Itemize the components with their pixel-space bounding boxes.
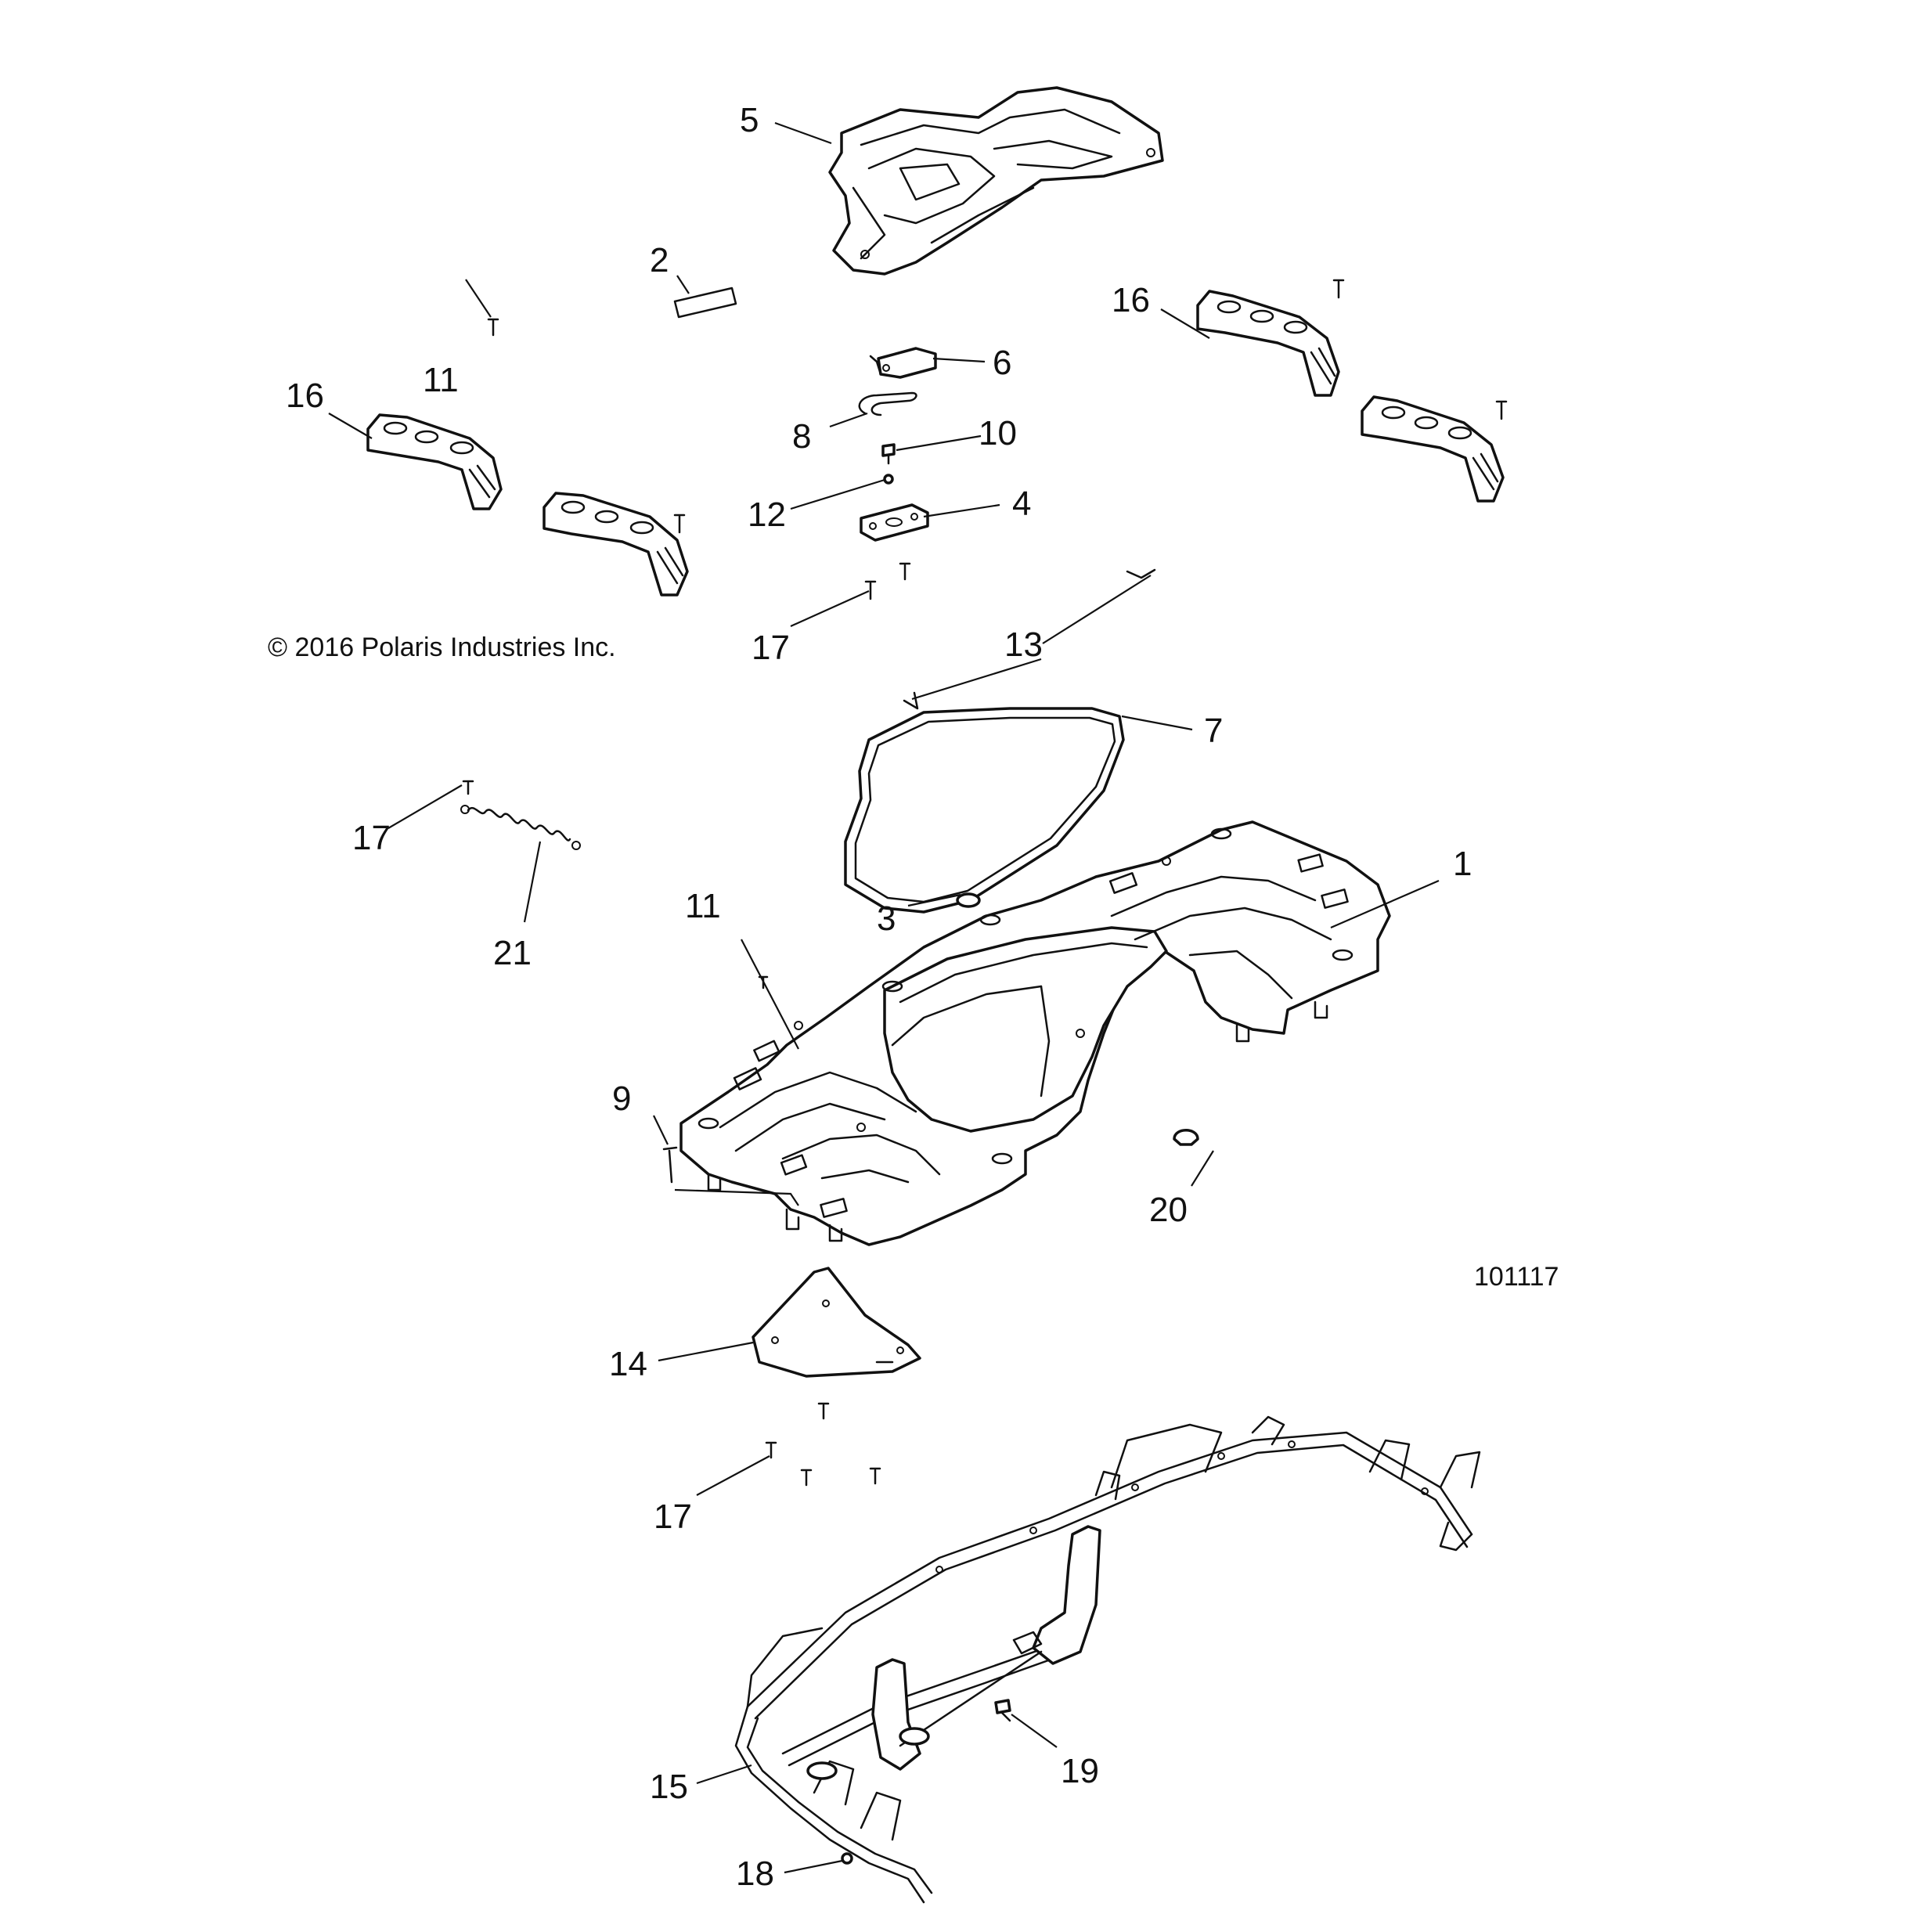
part-6-latch <box>869 347 937 379</box>
callout-5: 5 <box>740 101 759 139</box>
callout-14: 14 <box>609 1345 647 1383</box>
callout-7: 7 <box>1204 712 1223 750</box>
part-3-grommet <box>956 892 981 908</box>
part-17-screws-upper <box>864 562 911 600</box>
callout-12: 12 <box>748 496 786 534</box>
part-21-spring <box>460 805 581 850</box>
part-12-nut <box>883 474 894 485</box>
part-16-handle-left-front <box>542 492 689 597</box>
callout-19: 19 <box>1061 1752 1099 1790</box>
part-8-clip <box>858 391 917 416</box>
part-19-bolt <box>994 1699 1011 1722</box>
part-16-handle-right-rear <box>1196 290 1340 397</box>
part-20-plug <box>1173 1129 1199 1146</box>
callout-11-body: 11 <box>685 887 721 925</box>
callout-16-left: 16 <box>286 377 324 415</box>
leader-lines <box>328 121 1440 1874</box>
callout-18: 18 <box>736 1855 774 1893</box>
figure-number: 101117 <box>1474 1262 1559 1292</box>
part-16-handle-left-rear <box>366 413 503 510</box>
callout-17-spring: 17 <box>352 819 391 857</box>
callout-20: 20 <box>1149 1191 1188 1229</box>
callout-4: 4 <box>1012 485 1031 523</box>
callout-13: 13 <box>1004 625 1043 664</box>
part-9-bolt <box>662 1146 678 1184</box>
callout-16-right: 16 <box>1112 281 1150 319</box>
callout-9: 9 <box>612 1080 631 1118</box>
part-17-screws-lower <box>765 1402 881 1487</box>
callout-15: 15 <box>650 1768 688 1806</box>
part-11-screws-right <box>1332 279 1508 420</box>
part-17-screw-spring <box>462 780 474 795</box>
callout-17-lower: 17 <box>654 1498 692 1536</box>
part-15-frame <box>734 1415 1481 1904</box>
part-2-decal <box>673 287 737 319</box>
callout-1: 1 <box>1453 845 1472 883</box>
part-16-handle-right-front <box>1361 395 1505 503</box>
part-14-shield <box>752 1267 921 1378</box>
callout-numbers: 5 2 6 8 10 12 4 17 13 7 3 1 11 16 16 17 … <box>286 101 1472 1893</box>
part-11-screws-left <box>487 318 686 534</box>
part-7-seal <box>844 707 1125 914</box>
callout-8: 8 <box>792 417 811 456</box>
callout-11-left: 11 <box>423 361 459 399</box>
callout-3: 3 <box>877 899 896 938</box>
part-18-nut <box>841 1852 853 1865</box>
part-4-plate <box>860 503 929 542</box>
copyright-notice: © 2016 Polaris Industries Inc. <box>268 633 616 662</box>
callout-21: 21 <box>493 934 532 972</box>
callout-6: 6 <box>993 344 1011 382</box>
part-5-rack-cover <box>828 86 1164 276</box>
callout-17-upper: 17 <box>752 629 790 667</box>
callout-2: 2 <box>650 241 669 279</box>
callout-10: 10 <box>979 414 1017 452</box>
part-1-rear-rack <box>679 820 1391 1246</box>
part-10-pushpin <box>881 443 896 465</box>
